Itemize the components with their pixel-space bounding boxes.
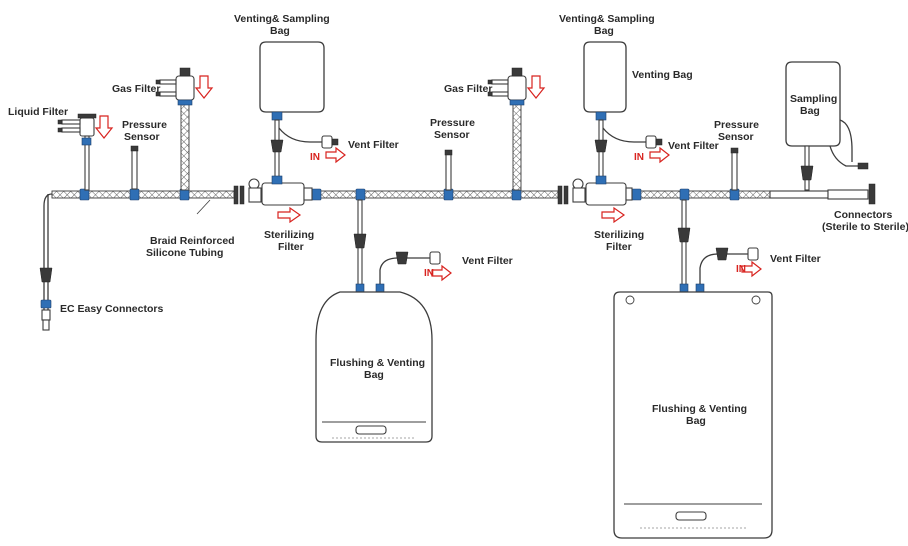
pressure-sensor-1	[130, 145, 139, 190]
vent-filter-1-label: Vent Filter	[348, 139, 399, 151]
venting-sampling-bag-1	[259, 41, 346, 185]
aseptic-connector-2	[557, 178, 586, 205]
vent-filter-4-label: Vent Filter	[770, 253, 821, 265]
sterilizing-filter-2	[585, 182, 633, 224]
vent-filter-2-label: Vent Filter	[462, 255, 513, 267]
ec-connectors-label: EC Easy Connectors	[60, 303, 163, 315]
gas-filter-2-label: Gas Filter	[444, 83, 492, 95]
sampling-bag	[785, 61, 876, 205]
sterilizing-filter-1	[261, 182, 313, 224]
connectors-label: Connectors (Sterile to Sterile)	[822, 209, 908, 233]
gas-filter-1-label: Gas Filter	[112, 83, 160, 95]
flushing-bag-1-label: Flushing & Venting Bag	[330, 357, 428, 381]
sampling-bag-label: Sampling Bag	[790, 93, 840, 117]
vent-filter-3-label: Vent Filter	[668, 140, 719, 152]
pressure-sensor-2-label: Pressure Sensor	[430, 117, 478, 141]
pressure-sensor-3-label: Pressure Sensor	[714, 119, 762, 143]
pressure-sensor-2	[444, 149, 453, 191]
flushing-bag-2	[613, 291, 773, 539]
flushing-bag-1	[315, 291, 433, 443]
braid-tubing-label: Braid Reinforced Silicone Tubing	[146, 235, 238, 259]
in-marker-2: IN	[424, 268, 434, 279]
ec-connector	[39, 267, 53, 331]
gas-filter-2	[487, 67, 546, 191]
flushing-bag-2-label: Flushing & Venting Bag	[652, 403, 750, 427]
liquid-filter	[57, 113, 114, 191]
aseptic-connector-1	[233, 178, 262, 205]
main-line-clamps	[79, 188, 740, 201]
liquid-filter-label: Liquid Filter	[8, 106, 68, 118]
gas-filter-1	[155, 67, 214, 191]
in-marker-1: IN	[310, 152, 320, 163]
pressure-sensor-1-label: Pressure Sensor	[122, 119, 170, 143]
pressure-sensor-3	[730, 147, 739, 191]
venting-sampling-bag-2-label: Venting& Sampling Bag	[559, 13, 658, 37]
sterilizing-filter-1-label: Sterilizing Filter	[264, 229, 317, 253]
venting-sampling-bag-2	[583, 41, 670, 185]
venting-sampling-bag-1-label: Venting& Sampling Bag	[234, 13, 333, 37]
flushing-bag-1-branch	[353, 199, 452, 293]
flushing-bag-2-branch	[677, 199, 762, 293]
in-marker-3: IN	[634, 152, 644, 163]
in-marker-4: IN	[736, 264, 746, 275]
venting-bag-label: Venting Bag	[632, 69, 693, 81]
sterilizing-filter-2-label: Sterilizing Filter	[594, 229, 647, 253]
